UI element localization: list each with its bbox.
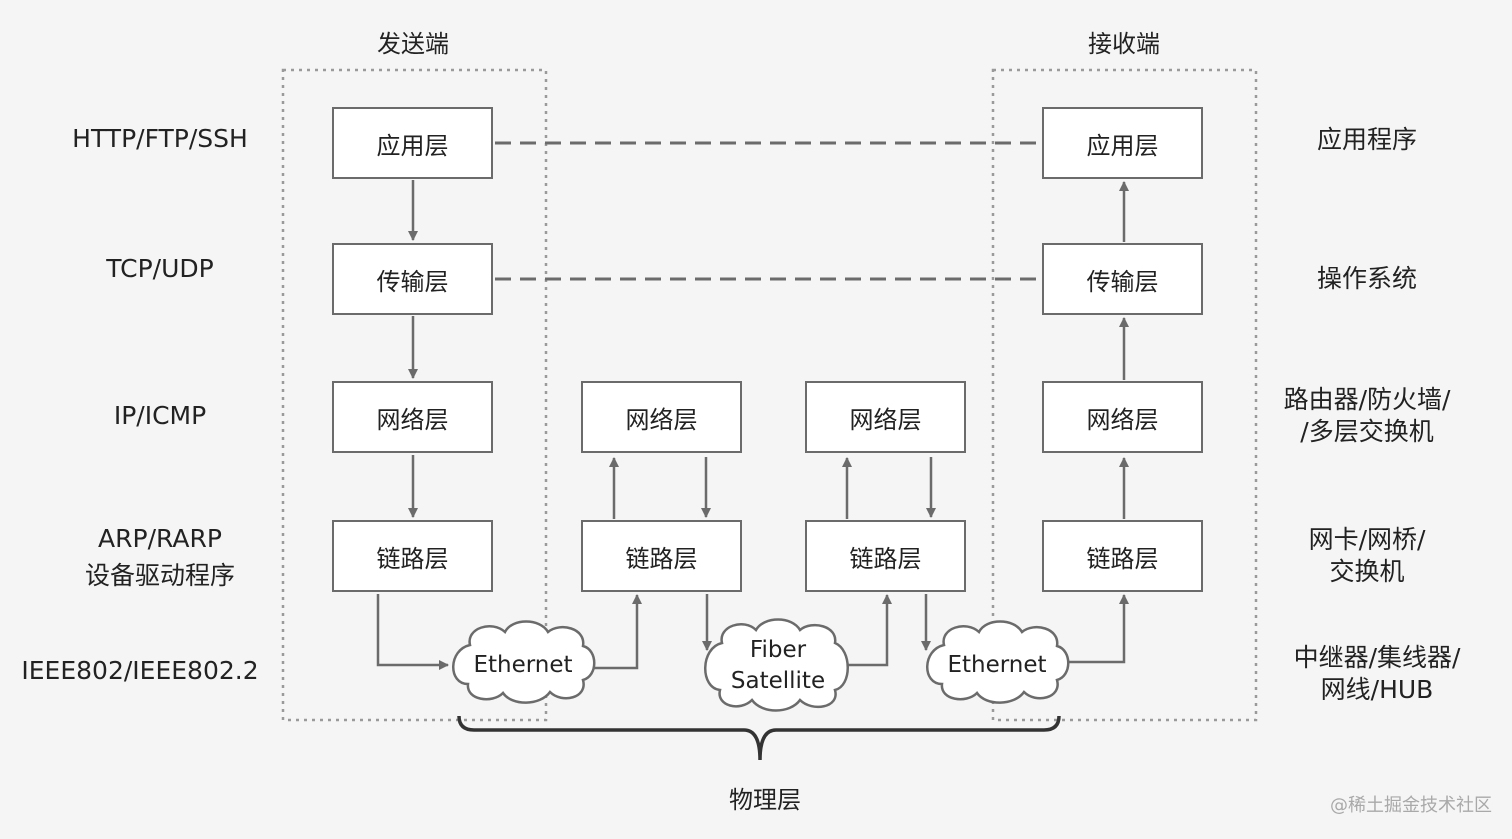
physical-layer-brace	[457, 715, 1061, 761]
role-label-transport: 操作系统	[1316, 264, 1418, 293]
satellite-label: Satellite	[730, 668, 826, 694]
role-label-app: 应用程序	[1316, 125, 1418, 154]
path-fiber-to-router2	[845, 594, 892, 667]
path-ethernet2-to-receiver	[1066, 594, 1129, 664]
ethernet-label-left: Ethernet	[473, 652, 573, 678]
role-label-network-line1: 路由器/防火墙/	[1283, 385, 1451, 414]
sender-link-layer-box: 链路层	[332, 520, 493, 592]
role-label-link-line1: 网卡/网桥/	[1308, 525, 1426, 554]
physical-layer-label: 物理层	[729, 786, 801, 814]
receiver-network-layer-box: 网络层	[1042, 381, 1203, 453]
fiber-label: Fiber	[749, 637, 807, 663]
protocol-label-network: IP/ICMP	[113, 401, 207, 430]
watermark: @稀土掘金技术社区	[1330, 795, 1492, 816]
receiver-link-layer-box: 链路层	[1042, 520, 1203, 592]
receiver-header: 接收端	[1088, 30, 1160, 58]
protocol-label-transport: TCP/UDP	[106, 254, 214, 283]
fiber-satellite-cloud	[704, 618, 849, 712]
sender-network-layer-box: 网络层	[332, 381, 493, 453]
receiver-transport-layer-box: 传输层	[1042, 243, 1203, 315]
receiver-application-layer-box: 应用层	[1042, 107, 1203, 179]
ethernet-label-right: Ethernet	[947, 652, 1047, 678]
protocol-label-link-line1: ARP/RARP	[98, 524, 222, 553]
ethernet-cloud-left	[452, 620, 596, 704]
ethernet-cloud-right	[926, 620, 1070, 704]
protocol-label-app: HTTP/FTP/SSH	[72, 124, 248, 153]
role-label-physical-line2: 网线/HUB	[1320, 675, 1434, 704]
sender-transport-layer-box: 传输层	[332, 243, 493, 315]
path-ethernet1-to-router1	[593, 594, 642, 670]
router2-network-layer-box: 网络层	[805, 381, 966, 453]
role-label-physical-line1: 中继器/集线器/	[1293, 643, 1461, 672]
role-label-link-line2: 交换机	[1329, 557, 1405, 586]
router1-network-layer-box: 网络层	[581, 381, 742, 453]
sender-header: 发送端	[377, 30, 449, 58]
protocol-label-link-line2: 设备驱动程序	[84, 561, 236, 590]
router2-link-layer-box: 链路层	[805, 520, 966, 592]
sender-application-layer-box: 应用层	[332, 107, 493, 179]
router1-link-layer-box: 链路层	[581, 520, 742, 592]
path-sender-to-ethernet1	[376, 594, 449, 670]
protocol-label-physical: IEEE802/IEEE802.2	[21, 656, 259, 685]
role-label-network-line2: /多层交换机	[1300, 417, 1434, 446]
